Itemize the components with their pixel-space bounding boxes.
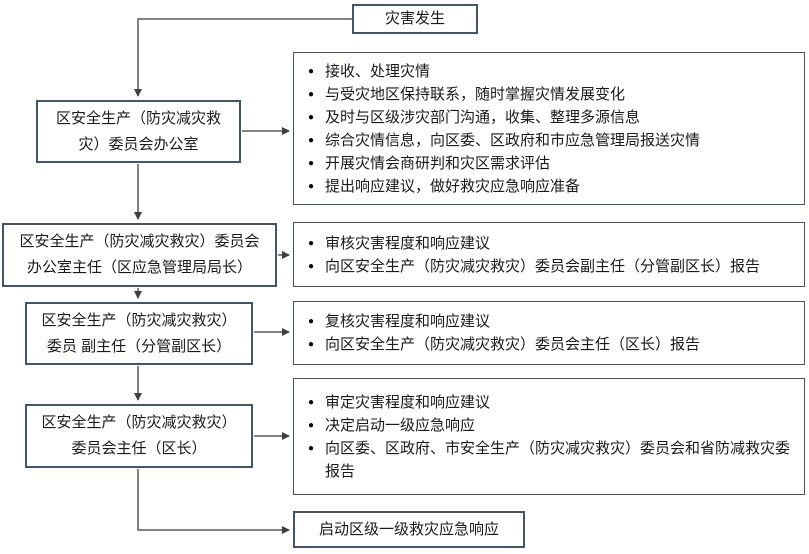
- node-label-line: 办公室主任（区应急管理局局长）: [26, 259, 252, 276]
- action-item: 与受灾地区保持联系，随时掌握灾情发展变化: [308, 83, 796, 106]
- node-launch-response-label: 启动区级一级救灾应急响应: [318, 520, 499, 538]
- node-chairman: 区安全生产（防灾减灾救灾） 委员会主任（区长）: [25, 404, 253, 468]
- actions-vice-chairman: 复核灾害程度和响应建议 向区安全生产（防灾减灾救灾）委员会主任（区长）报告: [293, 301, 805, 365]
- node-launch-response: 启动区级一级救灾应急响应: [293, 511, 525, 548]
- node-label-line: 区安全生产（防灾减灾救: [55, 109, 221, 127]
- action-list: 审核灾害程度和响应建议 向区安全生产（防灾减灾救灾）委员会副主任（分管副区长）报…: [294, 232, 804, 278]
- node-label-line: 委员 副主任（分管副区长）: [46, 337, 232, 355]
- action-item: 审定灾害程度和响应建议: [308, 391, 796, 414]
- node-label-line: 灾）委员会办公室: [78, 135, 199, 153]
- action-item: 开展灾情会商研判和灾区需求评估: [308, 152, 796, 175]
- node-office-director: 区安全生产（防灾减灾救灾）委员会 办公室主任（区应急管理局局长）: [2, 223, 277, 287]
- node-label-line: 委员会主任（区长）: [71, 440, 207, 457]
- node-committee-office: 区安全生产（防灾减灾救 灾）委员会办公室: [36, 100, 241, 163]
- node-label-line: 区安全生产（防灾减灾救灾）委员会: [19, 233, 260, 250]
- action-item: 综合灾情信息，向区委、区政府和市应急管理局报送灾情: [308, 129, 796, 152]
- action-item: 接收、处理灾情: [308, 60, 796, 83]
- actions-committee-office: 接收、处理灾情 与受灾地区保持联系，随时掌握灾情发展变化 及时与区级涉灾部门沟通…: [293, 52, 805, 205]
- node-label-line: 区安全生产（防灾减灾救灾）: [41, 311, 237, 329]
- node-vice-chairman: 区安全生产（防灾减灾救灾） 委员 副主任（分管副区长）: [25, 302, 253, 365]
- actions-office-director: 审核灾害程度和响应建议 向区安全生产（防灾减灾救灾）委员会副主任（分管副区长）报…: [293, 222, 805, 287]
- connector-chief-to-end: [137, 469, 290, 534]
- action-item: 及时与区级涉灾部门沟通，收集、整理多源信息: [308, 106, 796, 129]
- action-item: 审核灾害程度和响应建议: [308, 232, 796, 255]
- action-item: 向区安全生产（防灾减灾救灾）委员会主任（区长）报告: [308, 333, 796, 356]
- actions-chairman: 审定灾害程度和响应建议 决定启动一级应急响应 向区委、区政府、市安全生产（防灾减…: [293, 378, 805, 495]
- action-item: 复核灾害程度和响应建议: [308, 310, 796, 333]
- action-item: 向区安全生产（防灾减灾救灾）委员会副主任（分管副区长）报告: [308, 255, 796, 278]
- action-item: 决定启动一级应急响应: [308, 414, 796, 437]
- action-item: 提出响应建议，做好救灾应急响应准备: [308, 175, 796, 198]
- action-item: 向区委、区政府、市安全生产（防灾减灾救灾）委员会和省防减救灾委报告: [308, 437, 796, 483]
- action-list: 审定灾害程度和响应建议 决定启动一级应急响应 向区委、区政府、市安全生产（防灾减…: [294, 391, 804, 483]
- action-list: 接收、处理灾情 与受灾地区保持联系，随时掌握灾情发展变化 及时与区级涉灾部门沟通…: [294, 60, 804, 198]
- node-label-line: 区安全生产（防灾减灾救灾）: [41, 414, 237, 431]
- node-disaster-occurs-label: 灾害发生: [384, 10, 445, 27]
- action-list: 复核灾害程度和响应建议 向区安全生产（防灾减灾救灾）委员会主任（区长）报告: [294, 310, 804, 356]
- node-disaster-occurs: 灾害发生: [352, 4, 478, 34]
